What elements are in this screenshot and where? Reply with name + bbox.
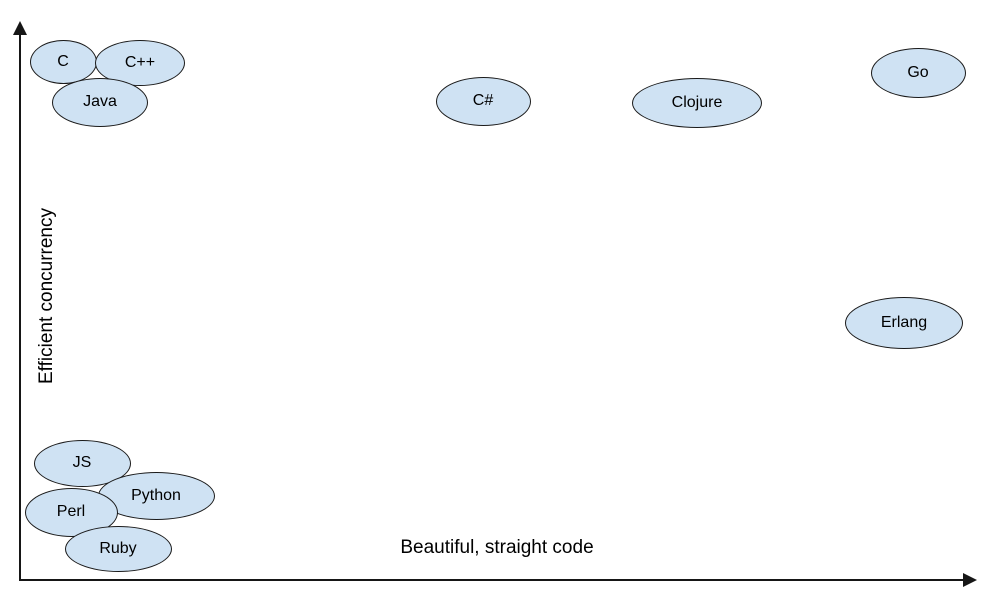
y-axis-line	[19, 34, 21, 581]
language-label: Go	[907, 64, 929, 81]
language-node: Go	[870, 48, 966, 98]
language-label: C#	[472, 92, 494, 109]
language-node: Clojure	[632, 78, 762, 128]
language-label: C	[57, 53, 69, 70]
language-node: C#	[435, 76, 531, 126]
language-node: C	[29, 40, 97, 84]
language-node: Ruby	[64, 526, 172, 572]
language-node: Java	[52, 77, 148, 127]
language-label: Perl	[56, 503, 86, 520]
y-axis-arrow-icon	[13, 21, 27, 35]
language-label: Python	[131, 487, 181, 504]
x-axis-label: Beautiful, straight code	[400, 537, 594, 558]
x-axis-line	[19, 579, 965, 581]
y-axis-label: Efficient concurrency	[36, 207, 57, 385]
language-node: Erlang	[845, 297, 963, 349]
language-label: Ruby	[99, 540, 137, 557]
language-label: JS	[72, 454, 92, 471]
language-label: Java	[83, 93, 117, 110]
x-axis-arrow-icon	[963, 573, 977, 587]
language-label: C++	[124, 54, 156, 71]
language-label: Erlang	[880, 314, 928, 331]
language-label: Clojure	[671, 94, 723, 111]
